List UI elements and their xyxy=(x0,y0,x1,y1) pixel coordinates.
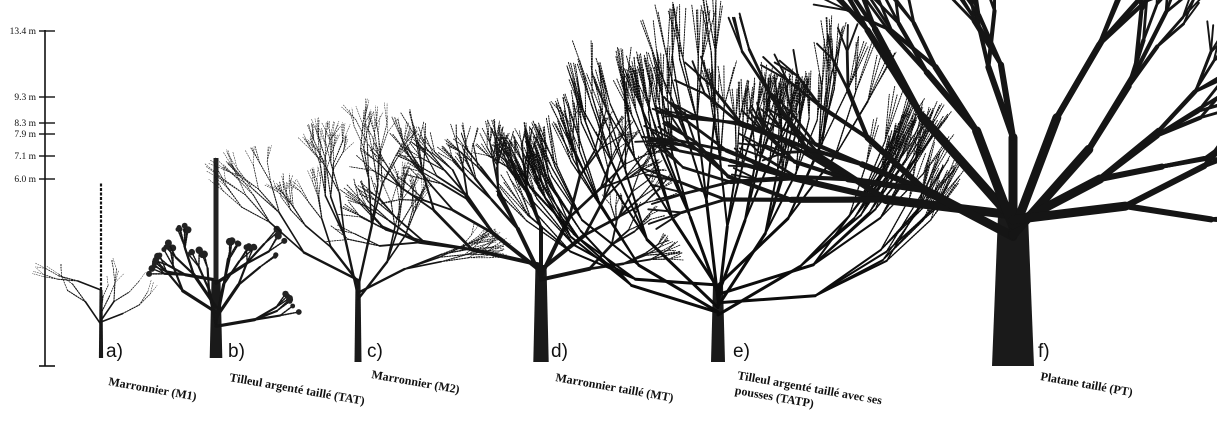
panel-letter-c: c) xyxy=(367,341,383,362)
caption-m1: Marronnier (M1) xyxy=(107,374,197,403)
scale-label: 7.9 m xyxy=(14,130,36,140)
caption-mt: Marronnier taillé (MT) xyxy=(554,370,674,405)
panel-letter-e: e) xyxy=(733,341,750,362)
scale-tick-7-9: 7.9 m xyxy=(14,130,55,140)
caption-tatp: Tilleul argenté taillé avec ses pousses … xyxy=(734,368,886,423)
caption-tat: Tilleul argenté taillé (TAT) xyxy=(228,370,365,408)
scale-label: 9.3 m xyxy=(14,93,36,103)
scale-label: 7.1 m xyxy=(14,152,36,162)
caption-m2: Marronnier (M2) xyxy=(370,367,460,396)
caption-line: Marronnier taillé (MT) xyxy=(554,370,674,405)
tree-mt-silhouette xyxy=(325,97,683,362)
scale-tick-13-4: 13.4 m xyxy=(10,27,55,37)
scale-label: 13.4 m xyxy=(10,27,37,37)
scale-label: 8.3 m xyxy=(14,119,36,129)
scale-tick-7-1: 7.1 m xyxy=(14,152,55,162)
caption-line: Platane taillé (PT) xyxy=(1039,369,1133,399)
height-scale: 13.4 m 9.3 m 8.3 m 7.9 m 7.1 m 6.0 m xyxy=(10,27,55,366)
tree-m1-silhouette xyxy=(32,182,157,358)
scale-tick-8-3: 8.3 m xyxy=(14,119,55,129)
scale-tick-9-3: 9.3 m xyxy=(14,93,55,103)
panel-letter-d: d) xyxy=(551,341,568,362)
panel-letter-b: b) xyxy=(228,341,245,362)
tree-tat-silhouette xyxy=(146,158,302,358)
scale-tick-6-0: 6.0 m xyxy=(14,175,55,185)
caption-pt: Platane taillé (PT) xyxy=(1039,369,1133,399)
panel-letter-a: a) xyxy=(106,341,123,362)
panel-letter-f: f) xyxy=(1038,341,1050,362)
caption-line: Marronnier (M2) xyxy=(370,367,460,396)
scale-label: 6.0 m xyxy=(14,175,36,185)
caption-line: Marronnier (M1) xyxy=(107,374,197,403)
caption-line: Tilleul argenté taillé (TAT) xyxy=(228,370,365,408)
